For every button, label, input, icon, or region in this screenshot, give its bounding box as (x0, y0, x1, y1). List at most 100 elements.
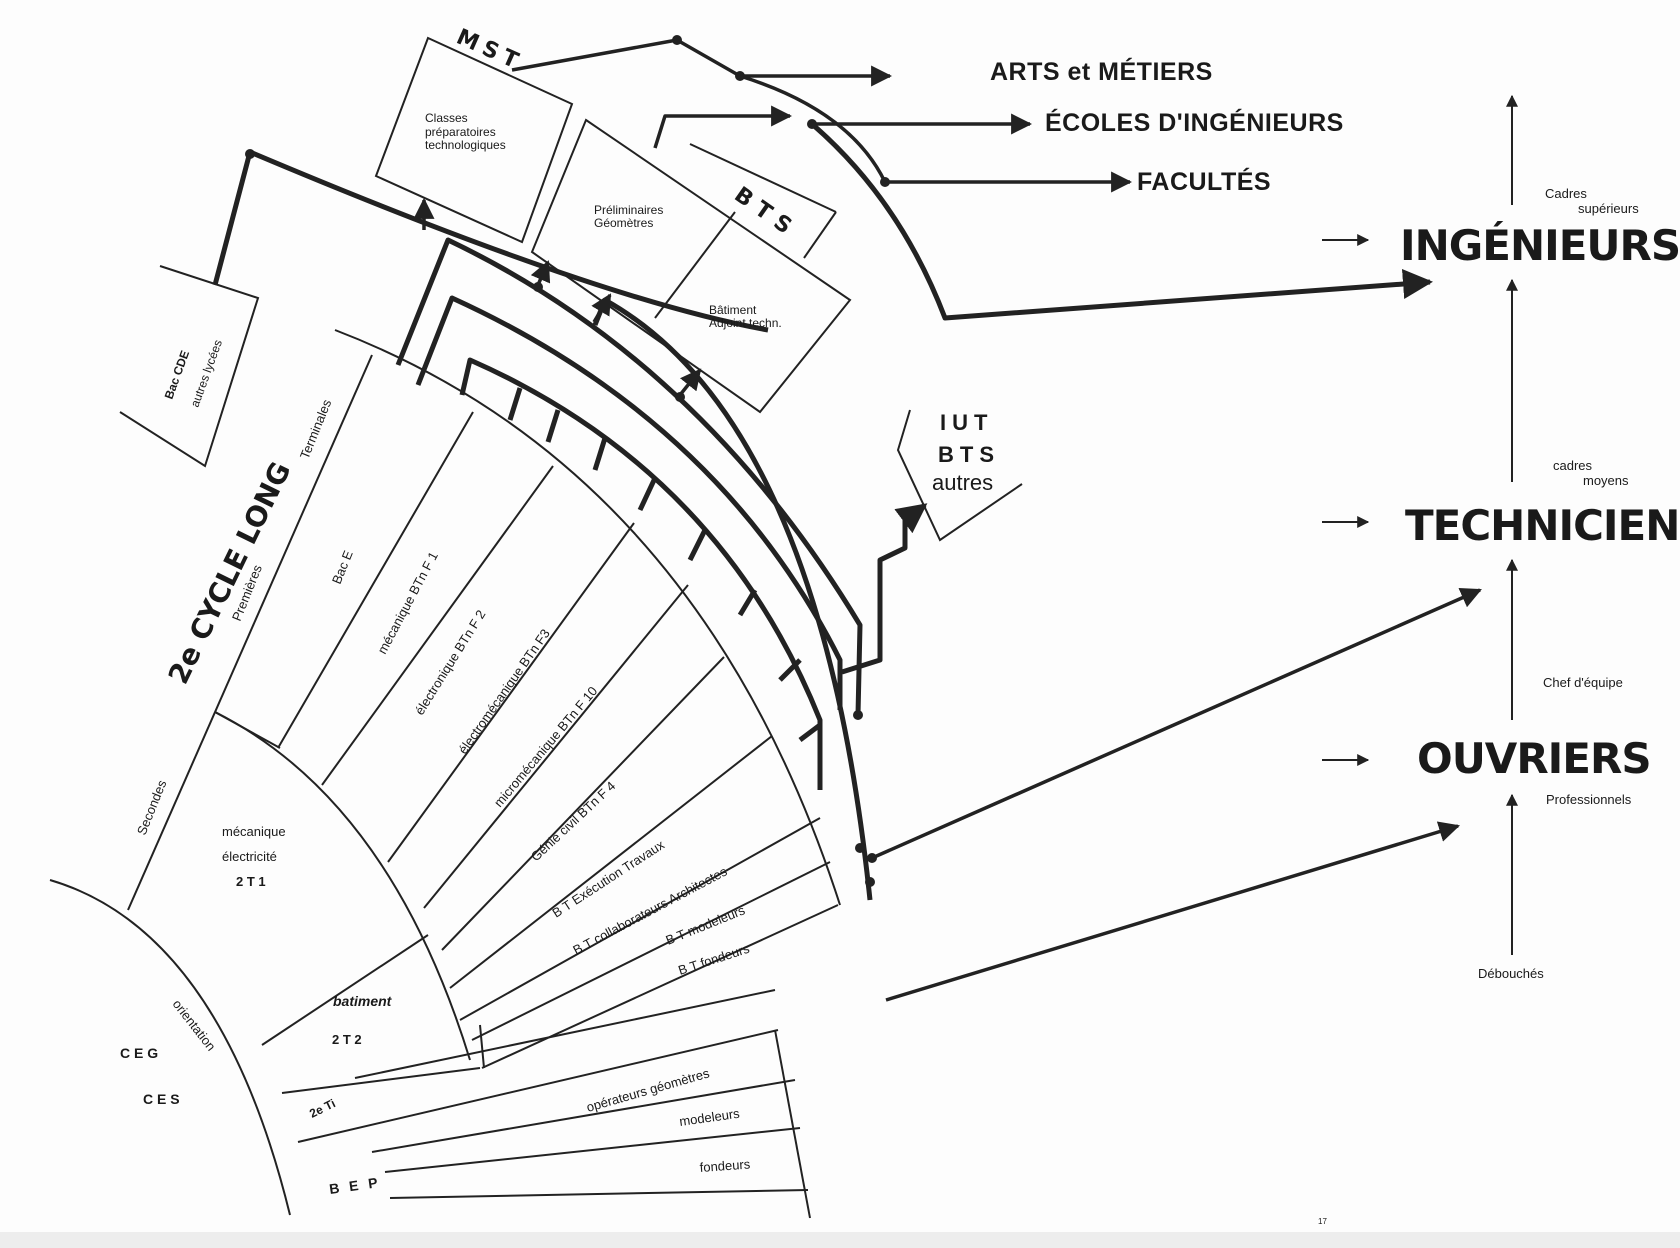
label-orientation: orientation (170, 997, 219, 1054)
flow-ecoles-branch (653, 105, 793, 149)
label-electromecanique-f3: électromécanique BTn F3 (455, 626, 553, 757)
fan-line-8 (471, 861, 831, 1041)
label-fondeurs: fondeurs (699, 1156, 751, 1175)
fan-line-5 (441, 656, 725, 951)
label-batiment-fan: batiment (333, 993, 393, 1009)
level-ingenieurs: INGÉNIEURS (1400, 220, 1680, 270)
flow-arts (511, 38, 893, 87)
flow-to-ouvriers (885, 821, 1461, 1002)
tick-1 (507, 387, 523, 421)
labels: ARTS et MÉTIERS ÉCOLES D'INGÉNIEURS FACU… (120, 25, 1680, 1226)
flow-arc-3 (459, 357, 823, 790)
node-dot (880, 177, 890, 187)
bac-cde-box (119, 265, 260, 468)
tick-5 (687, 528, 708, 562)
top-boxes (119, 36, 1023, 542)
label-2e-ti: 2e Ti (307, 1096, 338, 1120)
label-mst: MST (453, 25, 528, 77)
node-dot (855, 843, 865, 853)
label-bep: B E P (328, 1174, 381, 1197)
label-modeleurs: modeleurs (678, 1106, 741, 1129)
label-autres-lycees: autres lycées (188, 338, 225, 409)
fan-line-2 (321, 465, 554, 786)
label-bac-e: Bac E (329, 548, 356, 586)
tick-3 (592, 437, 608, 471)
secondes-arc (214, 711, 471, 1061)
fan-boundary-top (127, 354, 373, 911)
flow-arc-2 (415, 295, 843, 710)
orientation-arc (49, 879, 291, 1216)
flow-to-iut (841, 503, 928, 675)
fan-line-3 (387, 522, 635, 863)
label-iut-autres: autres (932, 470, 993, 495)
arrow-to-bts (591, 293, 612, 323)
fan-line-12 (479, 1024, 485, 1069)
flow-to-techniciens (871, 588, 1482, 860)
node-dot (675, 392, 685, 402)
career-ladder (1322, 94, 1518, 955)
label-classes-3: technologiques (425, 138, 506, 152)
tick-2 (545, 409, 561, 443)
flow-bac-to-arc (212, 149, 769, 333)
ladder-cadres-moy-2: moyens (1583, 473, 1629, 488)
label-bac-cde: Bac CDE (162, 349, 192, 401)
label-meca-1: mécanique (222, 824, 286, 839)
tick-8 (798, 723, 822, 742)
label-bt-modeleurs: B T modeleurs (664, 902, 748, 948)
arrow-to-prelim (530, 260, 551, 286)
preliminaires-divider (654, 211, 736, 319)
iut-box (896, 409, 1023, 542)
node-dot (867, 853, 877, 863)
label-meca-3: 2 T 1 (236, 874, 266, 889)
label-2t2: 2 T 2 (332, 1032, 362, 1047)
fan-line-9 (481, 904, 839, 1069)
node-dot (672, 35, 682, 45)
label-iut-bts: BTS (938, 442, 1000, 467)
bep-line-3 (384, 1127, 801, 1173)
fan-structure (49, 329, 841, 1219)
terminales-arc (334, 329, 841, 906)
tick-4 (637, 476, 658, 512)
bep-line-right (774, 1029, 811, 1219)
page-footer-band (0, 1232, 1680, 1248)
dest-arts: ARTS et MÉTIERS (990, 57, 1213, 86)
level-ouvriers: OUVRIERS (1417, 734, 1651, 783)
fan-line-4 (423, 584, 689, 909)
fan-line-13 (354, 989, 776, 1079)
ladder-cadres-moy-1: cadres (1553, 458, 1593, 473)
level-techniciens: TECHNICIENS (1405, 501, 1680, 550)
label-prelim-1: Préliminaires (594, 203, 663, 217)
label-bt-collaborateurs: B T collaborateurs Architectes (570, 863, 730, 957)
classes-prep-box (374, 36, 574, 244)
label-bt-fondeurs: B T fondeurs (676, 941, 751, 978)
tick-7 (778, 658, 802, 682)
fan-line-11 (281, 1067, 481, 1094)
dest-facultes: FACULTÉS (1137, 167, 1271, 196)
bep-line-2 (371, 1079, 796, 1153)
ladder-cadres-sup-2: supérieurs (1578, 201, 1639, 216)
node-dot (807, 119, 817, 129)
label-classes-1: Classes (425, 111, 468, 125)
label-ces: C E S (143, 1091, 180, 1107)
ladder-debouches: Débouchés (1478, 966, 1544, 981)
label-batiment-1: Bâtiment (709, 303, 757, 317)
label-batiment-2: Adjoint techn. (709, 316, 782, 330)
fan-line-7 (459, 817, 821, 1021)
ladder-professionnels: Professionnels (1546, 792, 1632, 807)
bep-line-4 (389, 1189, 809, 1199)
label-iut: IUT (940, 410, 993, 435)
label-classes-2: préparatoires (425, 125, 496, 139)
node-dot (245, 149, 255, 159)
bep-line-1 (297, 1029, 779, 1143)
flow-lines (212, 35, 1482, 1002)
page-number: 17 (1318, 1217, 1327, 1226)
node-dot (533, 282, 543, 292)
label-meca-2: électricité (222, 849, 277, 864)
bts-label-side (803, 211, 837, 259)
preliminaires-box (530, 118, 852, 414)
ladder-chef-equipe: Chef d'équipe (1543, 675, 1623, 690)
label-electronique-f2: électronique BTn F 2 (412, 607, 489, 717)
fan-line-6 (449, 735, 773, 989)
fan-line-10 (261, 934, 429, 1046)
